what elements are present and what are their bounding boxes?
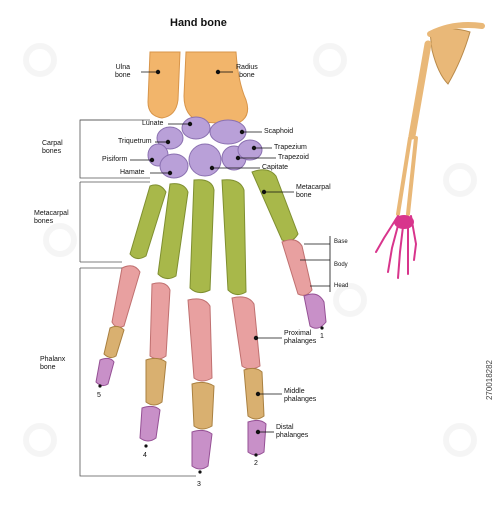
distal-phalanges bbox=[95, 293, 327, 470]
clavicle bbox=[427, 22, 485, 37]
diagram-title: Hand bone bbox=[170, 17, 227, 29]
lunate bbox=[181, 116, 211, 140]
humerus bbox=[408, 40, 432, 140]
middle-4 bbox=[145, 357, 167, 406]
label-pisiform: Pisiform bbox=[102, 156, 128, 163]
label-carpal-bones: Carpal bones bbox=[42, 140, 63, 155]
proximal-phalanges bbox=[111, 239, 313, 382]
proximal-2 bbox=[231, 296, 261, 370]
label-scaphoid: Scaphoid bbox=[264, 128, 294, 135]
metacarpal-3 bbox=[189, 179, 215, 294]
hamate bbox=[159, 153, 189, 179]
metacarpal-4 bbox=[157, 183, 189, 280]
label-hamate: Hamate bbox=[120, 169, 145, 176]
metacarpal-1 bbox=[251, 169, 299, 242]
label-head: Head bbox=[334, 283, 349, 289]
proximal-4 bbox=[149, 282, 171, 360]
radius-bone bbox=[183, 51, 249, 125]
label-capitate: Capitate bbox=[262, 164, 289, 171]
label-lunate: Lunate bbox=[142, 120, 164, 127]
label-base: Base bbox=[334, 239, 348, 245]
scapula bbox=[429, 28, 471, 85]
middle-3 bbox=[191, 381, 215, 430]
forearm-radius-small bbox=[396, 136, 412, 216]
trapezium bbox=[237, 139, 263, 161]
brackets bbox=[79, 119, 196, 477]
label-ulna: Ulna bone bbox=[115, 64, 131, 79]
middle-5 bbox=[103, 325, 125, 359]
ulna-bone bbox=[147, 51, 181, 119]
distal-5 bbox=[95, 357, 115, 387]
distal-4 bbox=[139, 405, 161, 442]
label-proximal-phalanges: Proximal phalanges bbox=[284, 330, 317, 345]
leader-lines bbox=[130, 69, 331, 435]
metacarpal-5 bbox=[129, 184, 167, 260]
watermark bbox=[23, 43, 477, 457]
triquetrum bbox=[156, 126, 184, 150]
metacarpal-bones bbox=[129, 169, 299, 296]
label-body: Body bbox=[334, 262, 348, 268]
label-metacarpal-bone: Metacarpal bone bbox=[296, 184, 331, 199]
label-trapezoid: Trapezoid bbox=[278, 154, 309, 161]
label-triquetrum: Triquetrum bbox=[118, 138, 152, 145]
carpal-bones bbox=[147, 116, 263, 179]
label-trapezium: Trapezium bbox=[274, 144, 307, 151]
middle-2 bbox=[243, 367, 265, 420]
finger-number-1: 1 bbox=[320, 333, 324, 340]
finger-number-4: 4 bbox=[143, 452, 147, 459]
distal-3 bbox=[191, 429, 213, 470]
finger-number-3: 3 bbox=[197, 481, 201, 488]
metacarpal-2 bbox=[221, 179, 247, 296]
arm-skeleton bbox=[375, 22, 485, 279]
label-phalanx-bone: Phalanx bone bbox=[40, 356, 66, 371]
distal-2 bbox=[247, 419, 267, 456]
label-middle-phalanges: Middle phalanges bbox=[284, 388, 317, 403]
label-metacarpal-bones: Metacarpal bones bbox=[34, 210, 69, 225]
forearm-ulna-small bbox=[406, 136, 418, 216]
stock-id: 270018282 bbox=[485, 360, 494, 401]
label-radius: Radius bone bbox=[236, 64, 258, 79]
proximal-1 bbox=[281, 239, 313, 296]
forearm-bones bbox=[147, 51, 249, 125]
label-distal-phalanges: Distal phalanges bbox=[276, 424, 309, 439]
proximal-3 bbox=[187, 298, 213, 382]
finger-number-5: 5 bbox=[97, 392, 101, 399]
distal-1 bbox=[303, 293, 327, 329]
capitate bbox=[188, 143, 222, 177]
small-hand bbox=[375, 215, 418, 279]
finger-number-2: 2 bbox=[254, 460, 258, 467]
proximal-5 bbox=[111, 265, 141, 328]
finger-number-dots bbox=[98, 326, 324, 474]
middle-phalanges bbox=[103, 325, 265, 430]
